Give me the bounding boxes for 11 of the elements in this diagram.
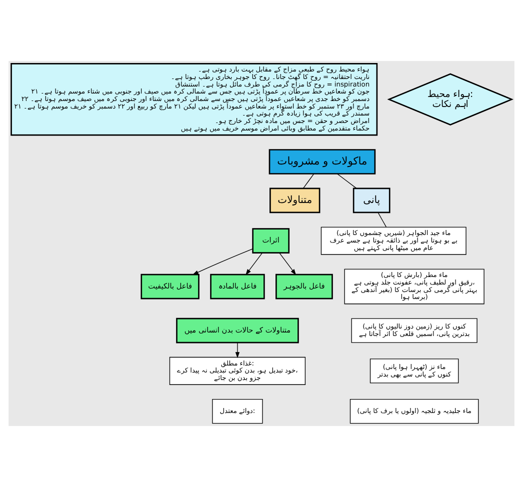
arrow bbox=[279, 252, 296, 275]
node-diamond: ہواء محیط: اہم نکات bbox=[387, 72, 514, 125]
arrow bbox=[246, 252, 263, 275]
node-box: ماکولات و مشروبات bbox=[268, 148, 376, 174]
node-box: پانی bbox=[352, 187, 390, 213]
arrow bbox=[235, 342, 240, 358]
node-box: متناولات bbox=[270, 187, 320, 213]
connector bbox=[378, 212, 386, 227]
connector bbox=[302, 173, 314, 188]
arrow bbox=[192, 248, 254, 274]
connector bbox=[336, 173, 357, 188]
